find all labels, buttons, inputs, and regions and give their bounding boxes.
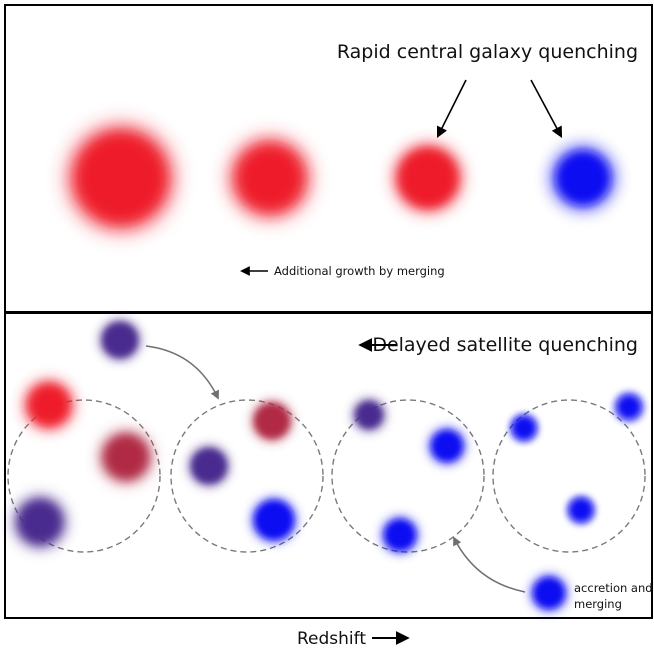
accretion-note-line-1: accretion and: [574, 581, 653, 595]
blue-galaxy-blob: [509, 413, 539, 443]
top-panel: Rapid central galaxy quenching Additiona…: [4, 4, 653, 313]
quenching-arrow-to-blue: [530, 79, 563, 138]
blue-galaxy-blob: [547, 142, 619, 214]
dashed-halo-circle: [170, 399, 324, 553]
blue-galaxy-blob: [566, 495, 596, 525]
maroon-galaxy-blob: [250, 399, 294, 443]
merging-note: Additional growth by merging: [274, 264, 445, 278]
quenching-arrow-to-red: [436, 79, 467, 139]
redshift-axis: Redshift: [297, 629, 410, 649]
redshift-label: Redshift: [297, 629, 366, 649]
dashed-halo-circle: [331, 399, 485, 553]
accretion-curve-arrow: [453, 536, 526, 593]
infall-curve-arrow: [145, 345, 219, 400]
accretion-note: accretion and merging: [574, 581, 654, 611]
purple-galaxy-blob: [98, 318, 142, 362]
blue-galaxy-blob: [613, 391, 645, 423]
red-galaxy-blob: [390, 140, 466, 216]
red-galaxy-blob: [22, 378, 76, 432]
blue-galaxy-blob: [427, 426, 467, 466]
accretion-note-line-2: merging: [574, 597, 622, 611]
purple-galaxy-blob: [12, 494, 68, 550]
blue-galaxy-blob: [529, 573, 569, 613]
red-galaxy-blob: [226, 134, 314, 222]
red-galaxy-blob: [63, 120, 179, 236]
dashed-halo-circle: [492, 399, 646, 553]
maroon-galaxy-blob: [98, 429, 154, 485]
bottom-panel: Delayed satellite quenching: [4, 312, 654, 619]
dashed-halo-circle: [7, 399, 161, 553]
blue-galaxy-blob: [250, 496, 298, 544]
purple-galaxy-blob: [187, 444, 231, 488]
bottom-panel-title: Delayed satellite quenching: [372, 334, 638, 356]
blue-galaxy-blob: [380, 515, 420, 555]
purple-galaxy-blob: [351, 397, 387, 433]
top-panel-title: Rapid central galaxy quenching: [337, 41, 638, 63]
